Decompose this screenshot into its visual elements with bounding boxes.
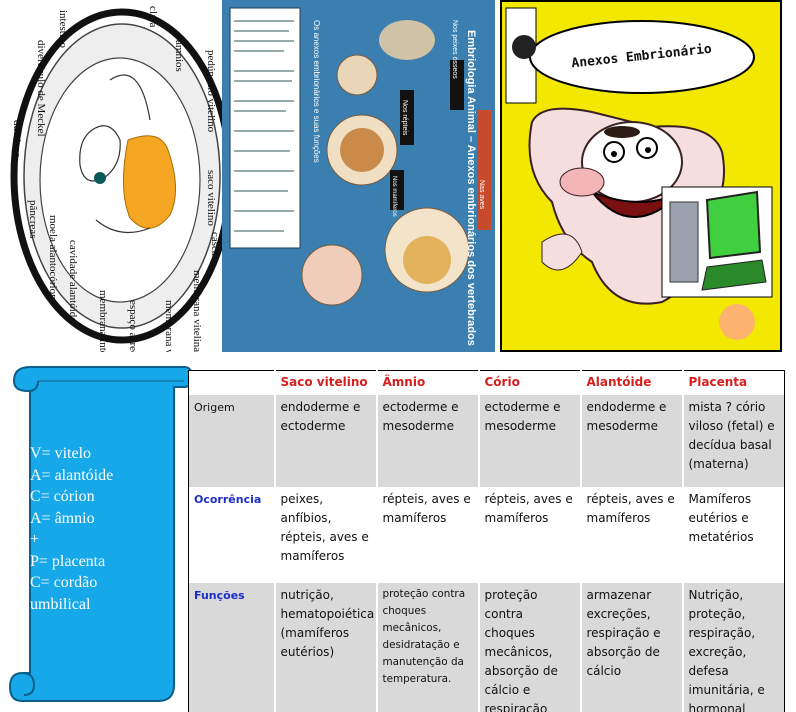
egg-label-membrana-interna: membrana interna (97, 290, 109, 352)
table-cell: endoderme e mesoderme (580, 395, 684, 487)
poster-section-mammals: Nos mamíferos (391, 176, 397, 217)
table-row: Funções nutrição, hematopoiética (mamífe… (188, 583, 785, 712)
egg-label-casca: casca (209, 232, 221, 256)
table-header-cell: Saco vitelino (274, 370, 378, 395)
table-header-cell: Âmnio (376, 370, 480, 395)
table-cell: proteção contra choques mecânicos, absor… (478, 583, 582, 712)
egg-label-intestino: intestino (57, 10, 69, 48)
egg-label-cavidade: cavidade alantóide (67, 240, 79, 322)
computer-icon (661, 186, 773, 340)
poster-section-reptiles: Nos répteis (401, 100, 408, 136)
legend-scroll: V= vitelo A= alantóide C= córion A= âmni… (8, 363, 192, 705)
egg-label-vitelina-interna: membrana vitelina interna (163, 300, 175, 352)
legend-line: + (30, 531, 40, 548)
table-cell: nutrição, hematopoiética (mamíferos euté… (274, 583, 378, 712)
legend-line: A= âmnio (30, 509, 95, 527)
embryonic-annexes-table: Saco vitelino Âmnio Cório Alantóide Plac… (188, 370, 785, 712)
table-header-cell: Placenta (682, 370, 785, 395)
table-cell: proteção contra choques mecânicos, desid… (376, 583, 480, 712)
table-header-cell: Alantóide (580, 370, 684, 395)
table-header-cell: Cório (478, 370, 582, 395)
table-cell: peixes, anfíbios, répteis, aves e mamífe… (274, 487, 378, 583)
table-cell: endoderme e ectoderme (274, 395, 378, 487)
egg-label-moela: moela alantocórion (47, 215, 59, 300)
legend-line: umbilical (30, 595, 91, 613)
row-label-funcoes: Funções (188, 583, 276, 712)
legend-line: A= alantóide (30, 466, 114, 484)
table-row: Ocorrência peixes, anfíbios, répteis, av… (188, 487, 785, 583)
cartoon-illustration: Anexos Embrionário (502, 2, 780, 350)
egg-diagram: intestino divertículo de Meckel duodeno … (0, 0, 222, 352)
egg-label-pedunculo: pedúnculo vitelino (205, 50, 217, 133)
table-cell: répteis, aves e mamíferos (478, 487, 582, 583)
egg-label-amnios: âmnios (173, 40, 185, 72)
table-header-cell (188, 370, 276, 395)
row-label-origem: Origem (188, 395, 276, 487)
egg-label-espaco: espaço aéreo (127, 300, 139, 352)
legend-line: V= vitelo (30, 445, 92, 462)
poster-section-birds: Nas aves (478, 180, 485, 210)
legend-line: P= placenta (30, 552, 106, 570)
cartoon-cow-panel: Anexos Embrionário (500, 0, 782, 352)
poster-subtitle: Os anexos embrionários e suas funções (312, 20, 321, 163)
poster-section-fish: Nos peixes ósseos (451, 20, 458, 79)
table-cell: ectoderme e mesoderme (376, 395, 480, 487)
table-cell: armazenar excreções, respiração e absorç… (580, 583, 684, 712)
egg-label-duodeno: duodeno (11, 120, 23, 158)
table-cell: répteis, aves e mamíferos (580, 487, 684, 583)
table-cell: mista ? cório viloso (fetal) e decídua b… (682, 395, 785, 487)
poster-title: Embriologia Animal – Anexos embrionários… (465, 30, 477, 346)
legend-line: C= córion (30, 488, 95, 505)
table-row: Origem endoderme e ectoderme ectoderme e… (188, 395, 785, 487)
poster-illustration: Embriologia Animal – Anexos embrionários… (222, 0, 495, 352)
egg-label-meckel: divertículo de Meckel (35, 40, 47, 137)
table-cell: Nutrição, proteção, respiração, excreção… (682, 583, 785, 712)
table-cell: ectoderme e mesoderme (478, 395, 582, 487)
row-label-ocorrencia: Ocorrência (188, 487, 276, 583)
legend-line: C= cordão (30, 574, 98, 591)
egg-label-clara: clara (147, 6, 159, 27)
embryology-poster: Embriologia Animal – Anexos embrionários… (222, 0, 495, 352)
table-cell: Mamíferos eutérios e metatérios (682, 487, 785, 583)
egg-label-vitelina: membrana vitelina (191, 270, 203, 352)
table-cell: répteis, aves e mamíferos (376, 487, 480, 583)
table-header-row: Saco vitelino Âmnio Cório Alantóide Plac… (188, 370, 785, 395)
egg-illustration: intestino divertículo de Meckel duodeno … (10, 6, 222, 352)
legend-text: V= vitelo A= alantóide C= córion A= âmni… (30, 443, 180, 615)
egg-label-saco: saco vitelino (205, 170, 217, 226)
egg-label-pancreas: pâncreas (27, 200, 39, 238)
